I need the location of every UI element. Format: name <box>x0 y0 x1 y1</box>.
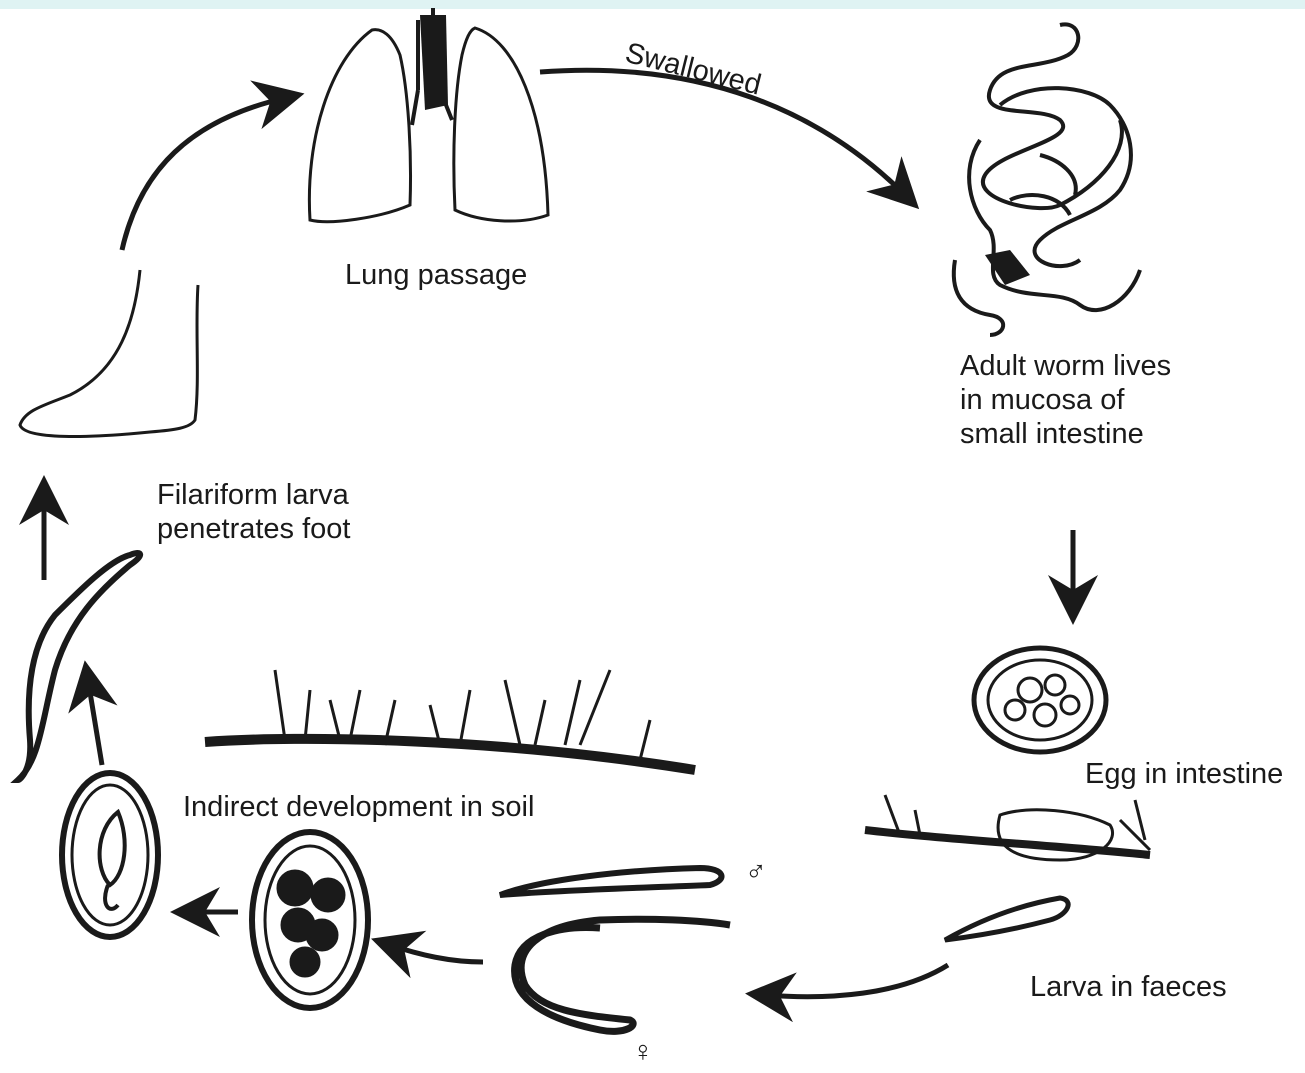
trachea-fill <box>420 15 448 110</box>
label-female-symbol: ♀ <box>632 1035 654 1069</box>
arrow-foot-to-lung <box>122 98 285 250</box>
developing-egg <box>252 832 368 1008</box>
label-male-symbol: ♂ <box>745 855 767 889</box>
label-egg-in-intestine: Egg in intestine <box>1085 757 1283 791</box>
larvated-egg <box>62 773 158 937</box>
label-filariform-larva: Filariform larva penetrates foot <box>157 478 350 546</box>
faeces-soil-illustration <box>865 795 1150 860</box>
label-indirect-development: Indirect development in soil <box>183 790 534 824</box>
female-worm <box>515 919 730 1031</box>
label-adult-worm: Adult worm lives in mucosa of small inte… <box>960 349 1171 451</box>
egg-illustration <box>974 648 1106 752</box>
arrow-adults-to-egg <box>390 945 483 962</box>
male-worm <box>500 868 721 895</box>
rhabditiform-larva <box>945 898 1068 940</box>
filariform-larva <box>18 553 140 780</box>
arrow-larva-to-adults <box>765 965 948 997</box>
soil-grass-illustration <box>205 670 695 770</box>
label-lung-passage: Lung passage <box>345 258 527 292</box>
small-intestine-illustration <box>954 24 1140 335</box>
arrow-larvated-to-larva <box>88 680 102 765</box>
foot-illustration <box>20 270 198 436</box>
label-larva-in-faeces: Larva in faeces <box>1030 970 1227 1004</box>
